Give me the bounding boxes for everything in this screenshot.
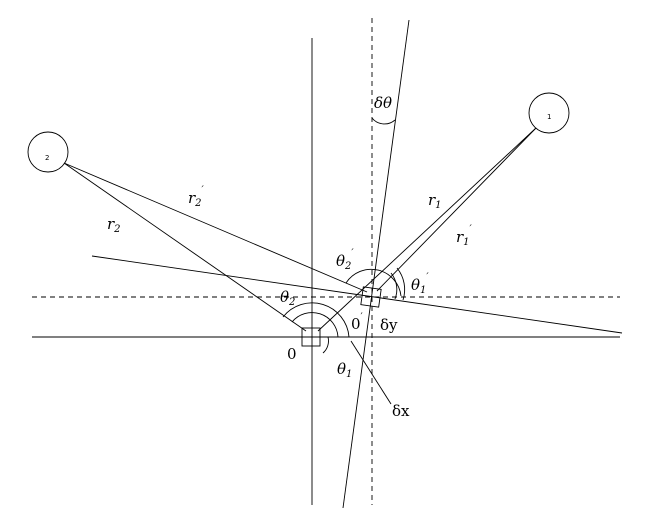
delta-x-pointer [350, 340, 392, 405]
theta-1-arc [322, 336, 329, 354]
label-theta-1-prime: θ1′ [411, 272, 429, 296]
line-r2-prime [63, 162, 368, 293]
label-delta-x: δx [392, 402, 410, 420]
label-origin: 0 [287, 345, 297, 363]
circle-2 [27, 131, 69, 173]
label-theta-1: θ1 [337, 360, 352, 380]
line-r2 [63, 162, 307, 332]
origin-prime-marker [360, 286, 382, 308]
circle-1-label: 1 [547, 113, 551, 121]
theta-2-prime-arc [345, 268, 402, 297]
theta-1-prime-arc-inner [390, 272, 398, 300]
label-theta-2: θ2 [280, 288, 295, 308]
label-delta-theta: δθ [374, 94, 392, 112]
origin-marker [301, 327, 321, 347]
label-origin-prime: 0′ [351, 312, 364, 333]
label-theta-2-prime: θ2′ [336, 248, 354, 272]
circle-1 [528, 92, 570, 134]
theta-1-prime-arc-outer [396, 267, 406, 301]
label-r1-prime: r1′ [456, 224, 473, 248]
line-r1-prime [376, 127, 537, 292]
label-delta-y: δy [380, 316, 398, 334]
circle-2-label: 2 [45, 154, 49, 162]
label-r1: r1 [428, 191, 442, 211]
label-r2: r2 [107, 215, 121, 235]
theta-2-arc-outer [282, 302, 350, 338]
rotated-vertical-axis [342, 19, 410, 509]
line-r1 [317, 127, 537, 332]
label-r2-prime: r2′ [188, 185, 205, 209]
delta-theta-arc [371, 117, 396, 125]
theta-2-arc-inner [291, 312, 339, 338]
